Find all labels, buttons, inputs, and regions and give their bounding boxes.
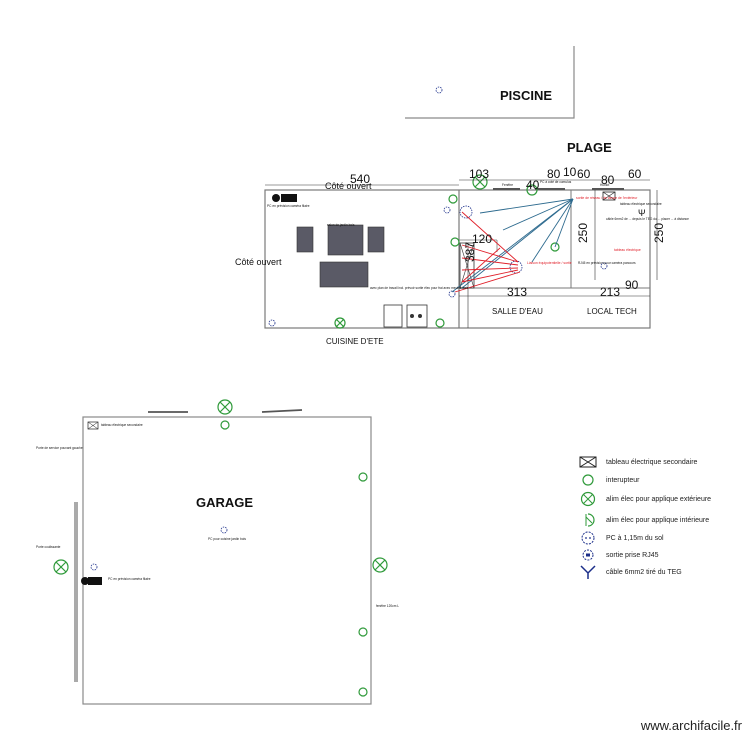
armchair-left (296, 226, 314, 253)
watermark[interactable]: www.archifacile.fr (640, 718, 742, 733)
camera-icon (281, 194, 297, 202)
note-right: fenêtre 120cm L (376, 604, 399, 608)
note-garage-camera: PC en prévision caméra filaire (108, 577, 151, 581)
open-side-top: Côté ouvert (325, 181, 372, 191)
blue-wires (451, 198, 574, 293)
note-red-mid: tableau électrique (614, 248, 641, 252)
dim-80b: 80 (601, 173, 615, 187)
open-side-left: Côté ouvert (235, 257, 282, 267)
dimension-lines (265, 179, 658, 328)
legend-row: câble 6mm2 tiré du TEG (578, 564, 682, 580)
note-kitchen-panel: tableau électrique secondaire (620, 202, 662, 206)
panel-icon (579, 456, 597, 468)
dim-387: 387 (463, 242, 477, 262)
legend-label: sortie prise RJ45 (606, 551, 659, 559)
legend-label: tableau électrique secondaire (606, 458, 698, 466)
dim-313: 313 (507, 285, 527, 299)
dim-90: 90 (625, 278, 639, 292)
legend-label: alim élec pour applique extérieure (606, 495, 712, 503)
cable-icon (580, 565, 596, 579)
legend-row: alim élec pour applique extérieure (578, 491, 711, 507)
note-living-room: salon de jardin bois (327, 223, 355, 227)
pool-area: PISCINE (405, 46, 575, 119)
dim-120: 120 (472, 232, 492, 246)
note-garage-pc: PC pour cuisine jardin bois (208, 537, 246, 541)
garage: GARAGE tableau électrique secondaire PC … (36, 399, 399, 705)
tech-room-label: LOCAL TECH (587, 307, 637, 316)
sofa (327, 224, 364, 256)
legend-label: interupteur (606, 476, 640, 484)
red-wires (454, 211, 521, 293)
legend-row: tableau électrique secondaire (578, 454, 697, 470)
outlet-icon (581, 531, 595, 545)
note-window: Fenêtre (502, 183, 513, 187)
note-porthole: Hublot (600, 183, 609, 187)
garage-label: GARAGE (196, 495, 253, 510)
dim-103: 103 (469, 167, 489, 181)
armchair-right (367, 226, 385, 253)
note-red-center: Liaison équipotentielle / sortie (527, 261, 572, 265)
note-rj45: RJ45 en prévision pour caméra parcours (578, 261, 636, 265)
dim-213: 213 (600, 285, 620, 299)
interior-light-icon (585, 513, 595, 527)
legend-row: PC à 1,15m du sol (578, 530, 664, 546)
summer-kitchen-label: CUISINE D'ETE (326, 337, 384, 346)
coffee-table (319, 261, 369, 288)
bathroom-label: SALLE D'EAU (492, 307, 543, 316)
dim-40: 40 (526, 178, 540, 192)
exterior-light-icon (580, 491, 596, 507)
svg-text:Ψ: Ψ (638, 208, 646, 218)
pool-label: PISCINE (500, 88, 552, 103)
panel-icon (602, 191, 616, 201)
dim-250a: 250 (576, 223, 590, 243)
dim-80a: 80 (547, 167, 561, 181)
dim-60b: 60 (628, 167, 642, 181)
note-cable: câble 6mm2 de ... depuis le TEG du ... p… (606, 217, 689, 221)
note-garage-panel: tableau électrique secondaire (101, 423, 143, 427)
note-red-right: sortie de réseau / de lampe de l'extérie… (576, 196, 638, 200)
dim-60a: 60 (577, 167, 591, 181)
exterior-light-icon (472, 174, 488, 190)
note-outlet-left: PC à coté de cumulus (540, 180, 572, 184)
beach-label: PLAGE (567, 140, 612, 155)
rj45-icon (582, 549, 594, 561)
legend-label: PC à 1,15m du sol (606, 534, 664, 542)
legend-row: alim élec pour applique intérieure (578, 512, 709, 528)
legend-row: sortie prise RJ45 (578, 547, 659, 563)
outlet-icon (268, 319, 276, 327)
dimensions: 540 103 40 80 10 60 80 60 120 387 250 25… (350, 165, 666, 299)
dim-10: 10 (563, 165, 577, 179)
legend-label: câble 6mm2 tiré du TEG (606, 568, 682, 576)
note-left-1: Porte de service pouvant gauche (36, 446, 83, 450)
dim-250b: 250 (652, 223, 666, 243)
note-pc-camera-kitchen: PC en prévision caméra filaire (267, 204, 310, 208)
switch-icon (582, 474, 594, 486)
note-left-2: Porte coulissante (36, 545, 61, 549)
dim-540: 540 (350, 172, 370, 186)
legend-label: alim élec pour applique intérieure (606, 516, 710, 524)
pool-house: Ψ (264, 174, 651, 329)
legend-row: interupteur (578, 472, 639, 488)
note-work-surface: avec plan de travail incl. prévoir sorti… (370, 286, 469, 290)
